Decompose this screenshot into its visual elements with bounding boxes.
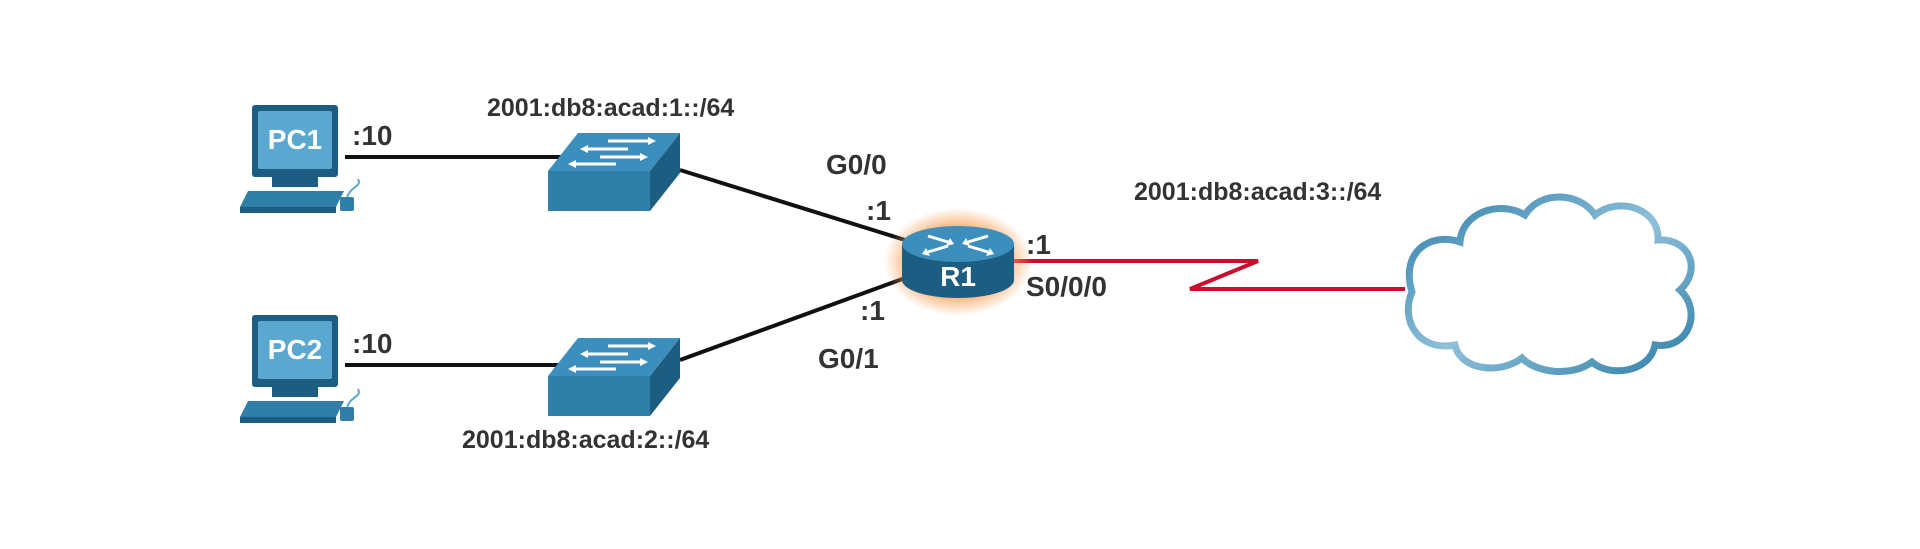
switch2-icon[interactable]	[548, 338, 680, 416]
pc1-host-address: :10	[352, 120, 392, 151]
r1-g00-host-address: :1	[866, 195, 891, 226]
pc1-label: PC1	[268, 124, 322, 155]
router-r1-icon[interactable]: R1	[884, 208, 1032, 316]
cloud-icon[interactable]	[1404, 193, 1695, 376]
r1-g01-interface-label: G0/1	[818, 343, 879, 374]
r1-s000-interface-label: S0/0/0	[1026, 271, 1107, 302]
link-r1-wan-serial	[1010, 259, 1405, 291]
r1-s000-host-address: :1	[1026, 229, 1051, 260]
r1-g01-host-address: :1	[860, 295, 885, 326]
wan-network-label: 2001:db8:acad:3::/64	[1134, 178, 1381, 206]
link-switch1-r1	[679, 168, 906, 242]
router-r1-label: R1	[940, 261, 976, 292]
pc1-icon[interactable]: PC1	[240, 105, 360, 213]
lan1-network-label: 2001:db8:acad:1::/64	[487, 94, 734, 122]
pc2-label: PC2	[268, 334, 322, 365]
pc2-host-address: :10	[352, 328, 392, 359]
pc2-icon[interactable]: PC2	[240, 315, 360, 423]
r1-g00-interface-label: G0/0	[826, 149, 887, 180]
lan2-network-label: 2001:db8:acad:2::/64	[462, 426, 709, 454]
switch1-icon[interactable]	[548, 133, 680, 211]
link-switch2-r1	[679, 276, 906, 362]
